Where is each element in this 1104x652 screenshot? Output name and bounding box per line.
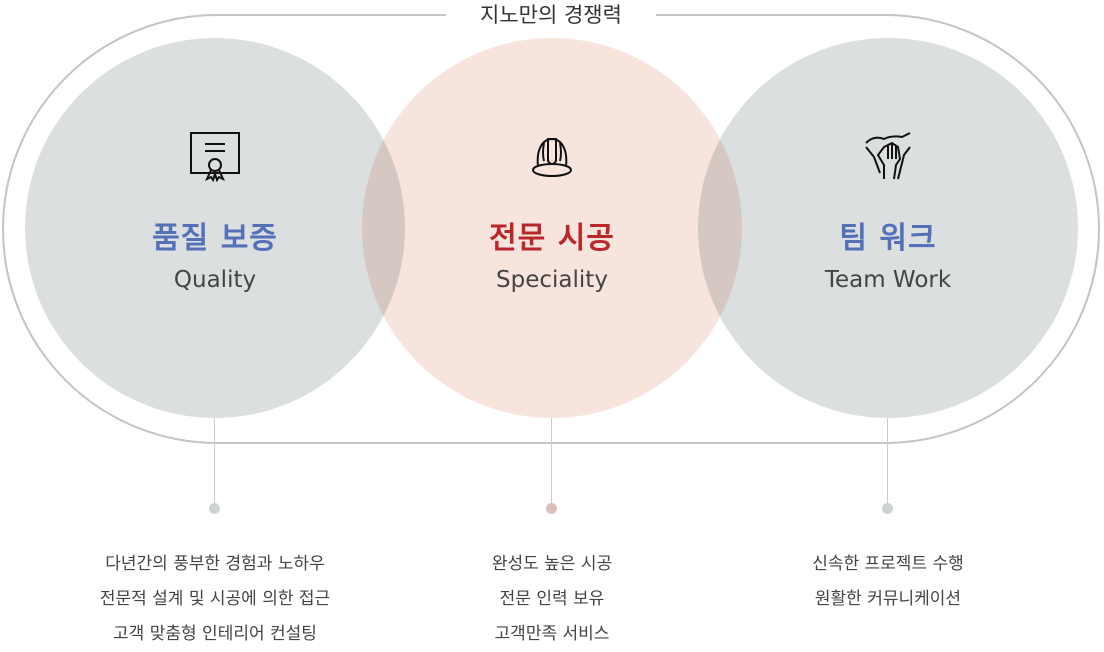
connector-dot <box>546 503 557 514</box>
description-line: 고객 맞춤형 인테리어 컨설팅 <box>113 624 317 644</box>
description-line: 신속한 프로젝트 수행 <box>812 554 964 574</box>
description-line: 다년간의 풍부한 경험과 노하우 <box>105 554 325 574</box>
quality-block: 품질 보증 Quality <box>25 125 405 293</box>
quality-subtitle: Quality <box>173 267 257 293</box>
circle-teamwork <box>698 38 1078 418</box>
description-line: 고객만족 서비스 <box>494 624 610 644</box>
speciality-description: 완성도 높은 시공 전문 인력 보유 고객만족 서비스 <box>362 547 742 652</box>
connector-line <box>551 418 552 508</box>
section-title: 지노만의 경쟁력 <box>446 0 656 30</box>
circle-speciality <box>362 38 742 418</box>
circle-quality <box>25 38 405 418</box>
speciality-block: 전문 시공 Speciality <box>362 125 742 293</box>
quality-description: 다년간의 풍부한 경험과 노하우 전문적 설계 및 시공에 의한 접근 고객 맞… <box>25 547 405 652</box>
description-line: 완성도 높은 시공 <box>491 554 613 574</box>
description-line: 원활한 커뮤니케이션 <box>814 589 962 609</box>
description-line: 전문적 설계 및 시공에 의한 접근 <box>99 589 331 609</box>
connector-line <box>887 418 888 508</box>
teamwork-block: 팀 워크 Team Work <box>698 125 1078 293</box>
teamwork-title: 팀 워크 <box>839 221 937 256</box>
connector-dot <box>209 503 220 514</box>
speciality-title: 전문 시공 <box>489 221 615 256</box>
teamwork-description: 신속한 프로젝트 수행 원활한 커뮤니케이션 <box>698 547 1078 617</box>
certificate-icon <box>185 125 245 185</box>
quality-title: 품질 보증 <box>152 221 278 256</box>
hard-hat-icon <box>522 125 582 185</box>
hands-teamwork-icon <box>858 125 918 185</box>
description-line: 전문 인력 보유 <box>499 589 605 609</box>
speciality-subtitle: Speciality <box>496 267 608 293</box>
teamwork-subtitle: Team Work <box>824 267 952 293</box>
connector-line <box>214 418 215 508</box>
connector-dot <box>882 503 893 514</box>
